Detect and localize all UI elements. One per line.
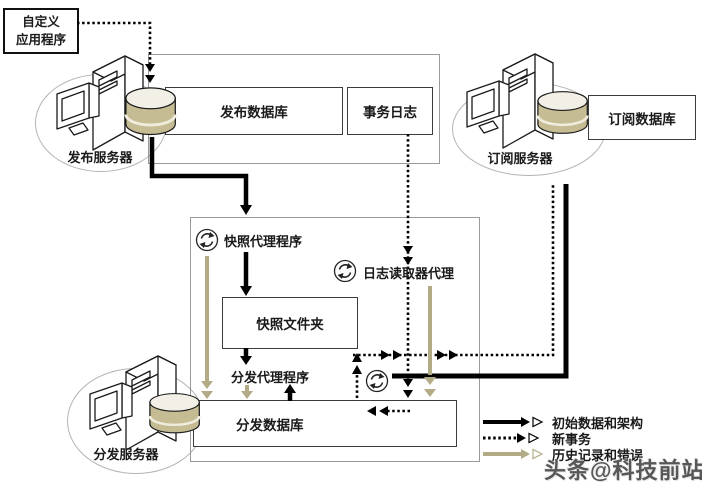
snapshot-agent-label: 快照代理程序 xyxy=(224,234,303,249)
custom-application-line1: 自定义 xyxy=(22,14,60,29)
dotted-arrow-icon xyxy=(483,432,540,444)
custom-application-box: 自定义 应用程序 xyxy=(3,8,79,54)
publication-database-box: 发布数据库 xyxy=(165,87,343,135)
distribution-database-box: 分发数据库 xyxy=(193,400,457,447)
tan-arrow-icon xyxy=(483,448,544,460)
legend-item-new-transactions: 新事务 xyxy=(483,430,643,447)
legend-label-history-errors: 历史记录和错误 xyxy=(552,447,644,463)
subscription-database-label: 订阅数据库 xyxy=(608,111,676,127)
legend-label-initial-data: 初始数据和架构 xyxy=(552,415,644,431)
legend-label-new-transactions: 新事务 xyxy=(552,431,592,447)
legend-item-initial-data: 初始数据和架构 xyxy=(483,414,644,431)
transaction-log-box: 事务日志 xyxy=(347,87,433,135)
legend: 初始数据和架构 新事务 历史记录和错误 xyxy=(483,414,644,463)
distribution-agent-label: 分发代理程序 xyxy=(231,370,310,385)
log-reader-agent-label: 日志读取器代理 xyxy=(363,266,455,281)
distributor-server-label: 分发服务器 xyxy=(93,447,159,462)
subscriber-server-label: 订阅服务器 xyxy=(487,151,553,166)
publication-database-label: 发布数据库 xyxy=(220,105,288,120)
transaction-log-label: 事务日志 xyxy=(363,105,417,120)
solid-arrow-icon xyxy=(483,416,544,428)
distribution-database-label: 分发数据库 xyxy=(236,417,304,433)
snapshot-folder-box: 快照文件夹 xyxy=(222,297,358,349)
watermark-text: 头条@科技前站 xyxy=(544,458,702,483)
custom-application-line2: 应用程序 xyxy=(15,33,66,47)
publisher-server-label: 发布服务器 xyxy=(67,150,133,165)
subscription-database-box: 订阅数据库 xyxy=(588,95,696,140)
legend-item-history-errors: 历史记录和错误 xyxy=(483,446,644,463)
snapshot-folder-label: 快照文件夹 xyxy=(256,317,324,332)
